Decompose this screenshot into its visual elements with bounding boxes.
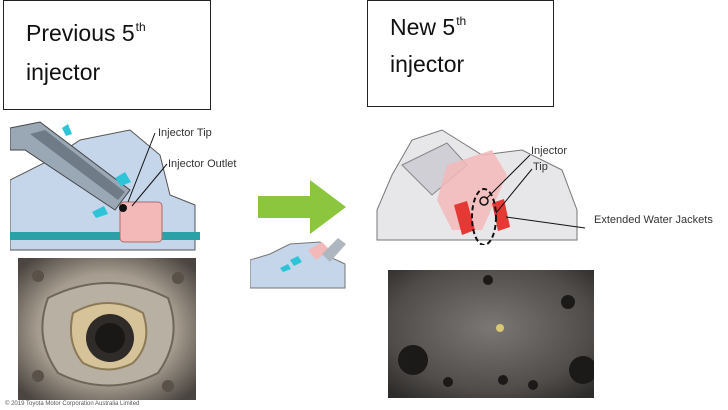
new-cutaway-diagram — [372, 125, 587, 245]
label-injector-tip-previous: Injector Tip — [158, 127, 212, 139]
previous-cutaway-diagram — [10, 120, 200, 255]
previous-injector-title-box: Previous 5th injector — [3, 0, 211, 110]
previous-title-line1: Previous 5th — [26, 20, 146, 46]
right-arrow-icon — [258, 180, 346, 234]
previous-injector-photo — [18, 258, 196, 400]
new-injector-photo — [388, 270, 594, 398]
new-injector-title-box: New 5th injector — [367, 0, 554, 107]
middle-cutaway-diagram — [250, 238, 350, 290]
label-injector-outlet: Injector Outlet — [168, 158, 237, 170]
previous-title-line2: injector — [26, 59, 101, 85]
label-extended-water-jackets: Extended Water Jackets — [594, 214, 713, 226]
new-title-line1: New 5th — [390, 14, 467, 40]
label-injector-tip-new-line2: Tip — [533, 161, 548, 173]
label-injector-tip-new-line1: Injector — [531, 145, 568, 157]
new-title-line2: injector — [390, 51, 465, 77]
copyright-notice: © 2019 Toyota Motor Corporation Australi… — [5, 401, 140, 407]
